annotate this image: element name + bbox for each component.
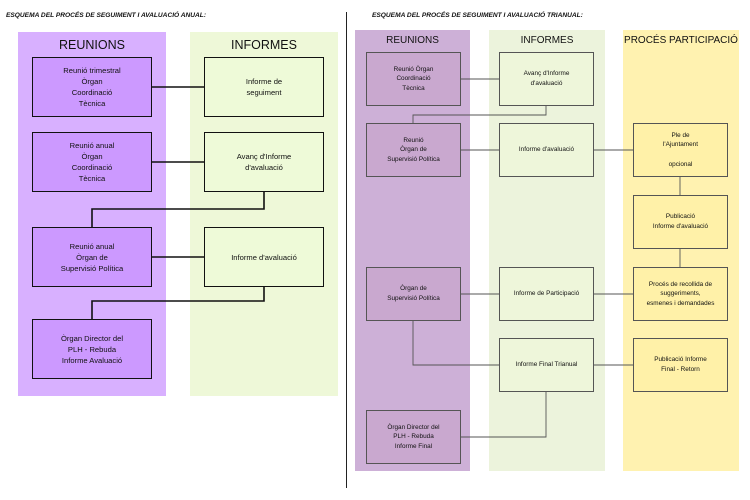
left-connector-informe-director [91, 287, 265, 319]
left-reunions-header: REUNIONS [59, 38, 125, 52]
right-reunions-header: REUNIONS [386, 35, 439, 46]
left-reunio-anual-politica-box: Reunió anual Òrgan de Supervisió Polític… [32, 227, 152, 287]
left-reunio-trimestral-box: Reunió trimestral Òrgan Coordinació Tècn… [32, 57, 152, 117]
right-publicacio-avaluacio-box: Publicació Informe d'avaluació [633, 195, 728, 249]
right-informe-final-box: Informe Final Trianual [499, 338, 594, 392]
right-proces-column: PROCÉS PARTICIPACIÓ [623, 30, 739, 471]
right-informe-participacio-box: Informe de Participació [499, 267, 594, 321]
right-connector-final-director [461, 392, 547, 438]
right-proces-recollida-box: Procés de recollida de suggeriments, esm… [633, 267, 728, 321]
right-diagram-heading: ESQUEMA DEL PROCÉS DE SEGUIMENT I AVALUA… [372, 12, 583, 19]
right-avanc-informe-box: Avanç d'Informe d'avaluació [499, 52, 594, 106]
left-informe-avaluacio-box: Informe d'avaluació [204, 227, 324, 287]
left-diagram-heading: ESQUEMA DEL PROCÉS DE SEGUIMENT I AVALUA… [6, 12, 207, 19]
left-avanc-informe-box: Avanç d'Informe d'avaluació [204, 132, 324, 192]
right-proces-header: PROCÉS PARTICIPACIÓ [624, 35, 738, 46]
right-informes-header: INFORMES [520, 35, 574, 46]
left-informes-header: INFORMES [231, 38, 297, 52]
left-reunio-anual-tecnica-box: Reunió anual Òrgan Coordinació Tècnica [32, 132, 152, 192]
left-organ-director-box: Òrgan Director del PLH - Rebuda Informe … [32, 319, 152, 379]
left-informe-seguiment-box: Informe de seguiment [204, 57, 324, 117]
right-reunio-coordinacio-box: Reunió Òrgan Coordinació Tècnica [366, 52, 461, 106]
right-organ-director-box: Òrgan Director del PLH - Rebuda Informe … [366, 410, 461, 464]
right-ple-ajuntament-box: Ple de l'Ajuntament opcional [633, 123, 728, 177]
right-informe-avaluacio-box: Informe d'avaluació [499, 123, 594, 177]
right-reunio-supervisio-box: Reunió Òrgan de Supervisió Política [366, 123, 461, 177]
diagram-divider [346, 12, 347, 488]
right-connector-avanc-supervisio [412, 106, 547, 123]
right-organ-supervisio-box: Òrgan de Supervisió Política [366, 267, 461, 321]
right-publicacio-final-box: Publicació Informe Final - Retorn [633, 338, 728, 392]
left-connector-avanc-politica [91, 192, 265, 227]
right-connector-organ-final [412, 321, 499, 366]
